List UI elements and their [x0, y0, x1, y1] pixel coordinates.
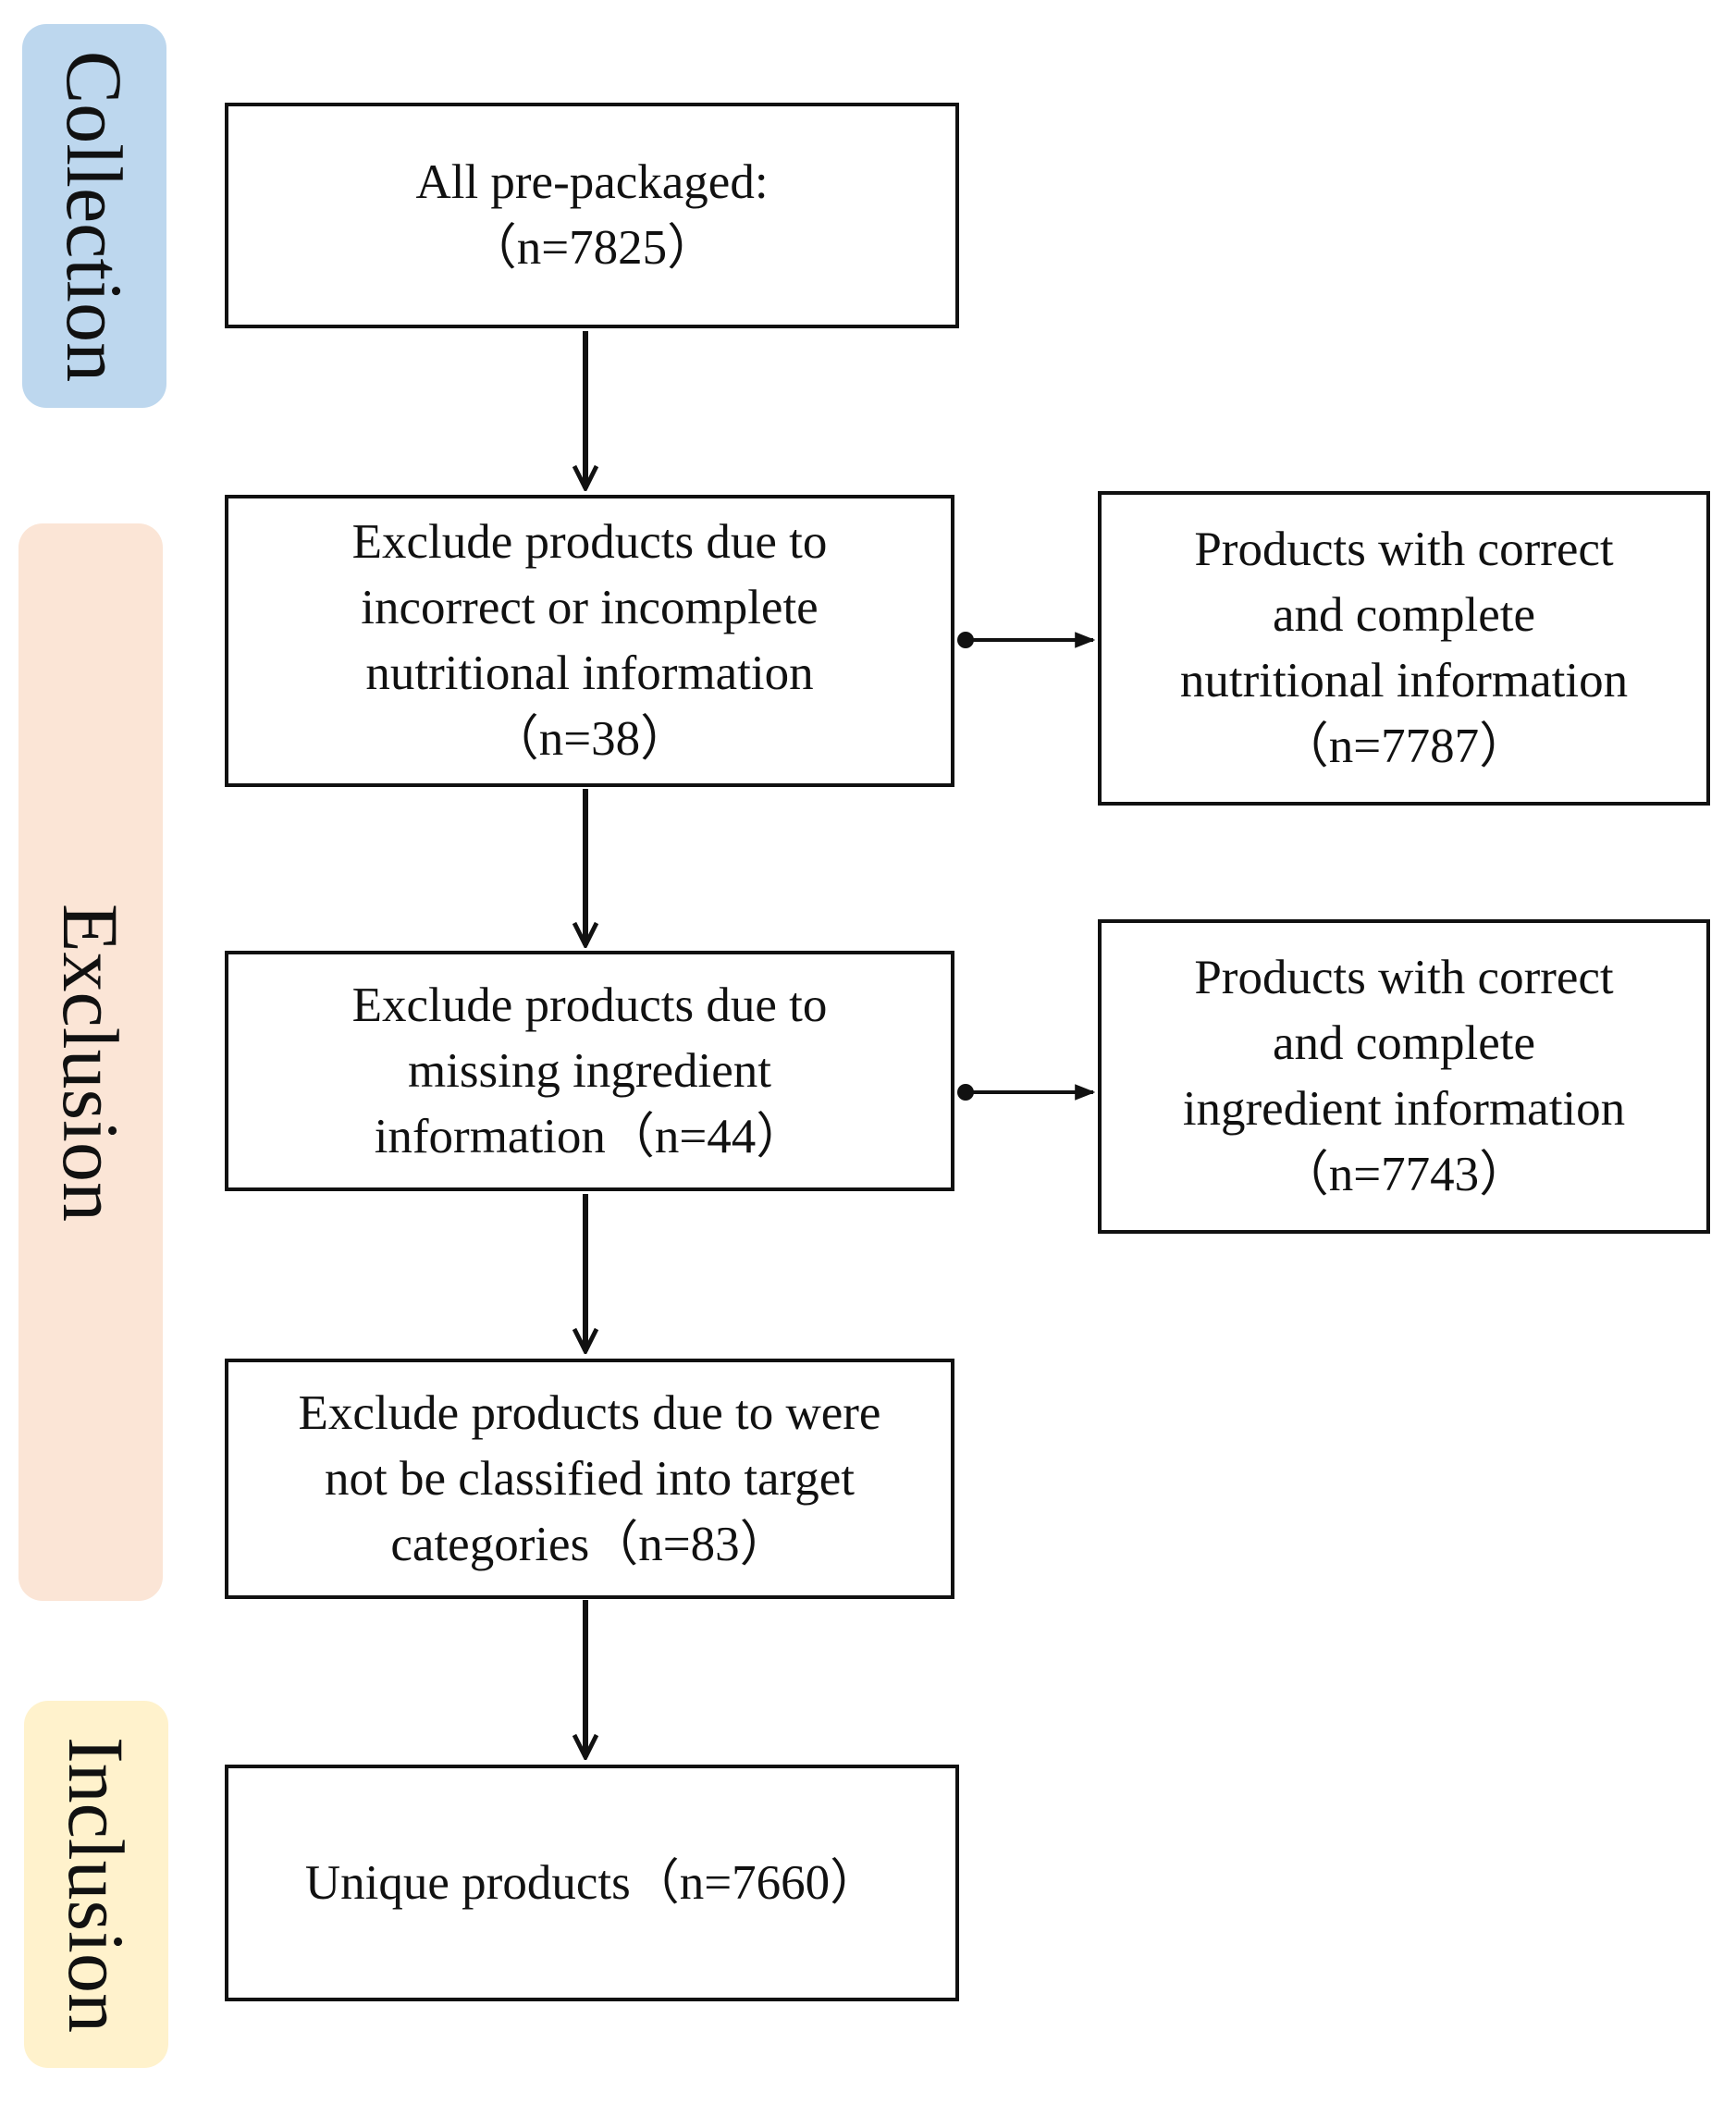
node-exclude-ingredient-line-2: missing ingredient	[407, 1043, 772, 1098]
node-all-prepackaged: All pre-packaged: （n=7825）	[225, 103, 959, 328]
node-correct-ingredient-line-1: Products with correct	[1194, 951, 1614, 1004]
node-exclude-nutrition-line-1: Exclude products due to	[351, 515, 828, 569]
node-correct-nutrition-line-3: nutritional information	[1179, 654, 1629, 707]
node-exclude-category-line-1: Exclude products due to were	[298, 1385, 881, 1440]
node-exclude-ingredient-line-3: information（n=44）	[374, 1109, 806, 1163]
node-correct-nutrition-line-2: and complete	[1272, 588, 1536, 642]
node-correct-ingredient-line-4: （n=7743）	[1279, 1148, 1529, 1201]
node-exclude-nutrition-line-2: incorrect or incomplete	[361, 581, 819, 634]
branch-dot-nutrition	[957, 632, 974, 648]
node-exclude-ingredient: Exclude products due to missing ingredie…	[225, 951, 954, 1191]
phase-inclusion: Inclusion	[24, 1701, 168, 2068]
node-unique-products: Unique products（n=7660）	[225, 1765, 959, 2001]
node-exclude-category-line-2: not be classified into target	[324, 1451, 856, 1506]
node-exclude-nutrition-line-3: nutritional information	[365, 646, 814, 700]
node-exclude-ingredient-line-1: Exclude products due to	[351, 978, 828, 1032]
node-exclude-category-line-3: categories（n=83）	[390, 1517, 789, 1571]
phase-label-inclusion: Inclusion	[52, 1736, 142, 2033]
phase-label-collection: Collection	[50, 50, 139, 382]
node-exclude-nutrition: Exclude products due to incorrect or inc…	[225, 495, 954, 787]
phase-exclusion: Exclusion	[18, 523, 163, 1601]
node-correct-nutrition-line-4: （n=7787）	[1279, 720, 1529, 773]
node-all-prepackaged-line-2: （n=7825）	[467, 221, 717, 275]
node-unique-products-line-1: Unique products（n=7660）	[304, 1855, 880, 1910]
node-correct-ingredient: Products with correct and complete ingre…	[1098, 919, 1710, 1234]
phase-label-exclusion: Exclusion	[46, 903, 135, 1222]
node-correct-ingredient-line-2: and complete	[1272, 1016, 1536, 1070]
node-correct-nutrition-line-1: Products with correct	[1194, 523, 1614, 576]
node-correct-nutrition: Products with correct and complete nutri…	[1098, 491, 1710, 806]
node-exclude-category: Exclude products due to were not be clas…	[225, 1359, 954, 1599]
phase-collection: Collection	[22, 24, 166, 408]
branch-dot-ingredient	[957, 1084, 974, 1101]
node-all-prepackaged-line-1: All pre-packaged:	[415, 155, 769, 209]
node-exclude-nutrition-line-4: （n=38）	[489, 712, 690, 766]
node-correct-ingredient-line-3: ingredient information	[1182, 1082, 1626, 1136]
